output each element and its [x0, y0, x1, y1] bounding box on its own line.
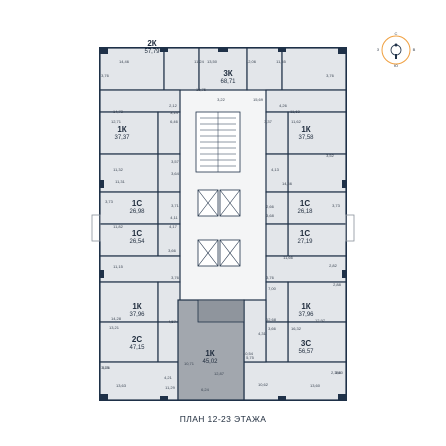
- wall-accents: [100, 48, 346, 400]
- apartment-blocks: [99, 47, 347, 401]
- elevator-marks: [197, 189, 241, 267]
- balconies: [91, 214, 355, 242]
- compass: С З В Ю: [376, 30, 416, 70]
- stair-steps: [200, 112, 236, 172]
- compass-icon: [381, 35, 411, 65]
- highlighted-apartment-room: [197, 299, 245, 323]
- floor-title: ПЛАН 12-23 ЭТАЖА: [179, 414, 267, 424]
